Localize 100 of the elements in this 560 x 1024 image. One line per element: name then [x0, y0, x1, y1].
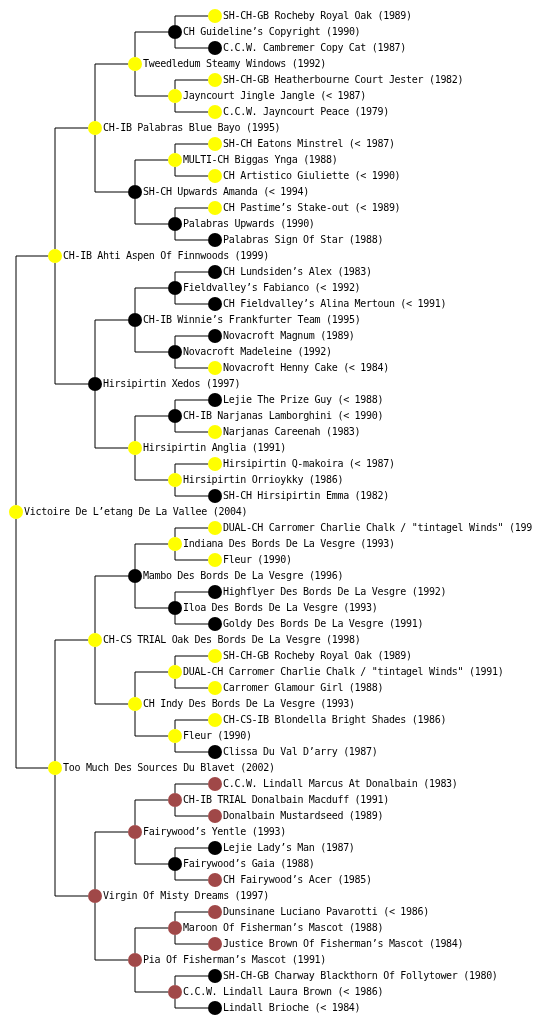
connector-line — [174, 806, 209, 817]
connector-line — [134, 799, 169, 826]
connector-line — [174, 422, 209, 433]
name-label: Mambo Des Bords De La Vesgre (1996) — [143, 570, 344, 582]
connector-line — [54, 127, 89, 250]
name-label: CH-IB TRIAL Donalbain Macduff (1991) — [183, 794, 389, 806]
name-label: CH-IB Narjanas Lamborghini (< 1990) — [183, 410, 384, 422]
name-label: Palabras Sign Of Star (1988) — [223, 234, 384, 246]
name-label: Pia Of Fisherman’s Mascot (1991) — [143, 954, 327, 966]
connector-line — [174, 783, 209, 794]
name-label: Indiana Des Bords De La Vesgre (1993) — [183, 538, 395, 550]
connector-line — [174, 678, 209, 689]
name-label: Hirsipirtin Anglia (1991) — [143, 442, 286, 454]
name-label: Lejie The Prize Guy (< 1988) — [223, 394, 384, 406]
name-label: CH Fairywood’s Acer (1985) — [223, 874, 372, 886]
name-label: CH Indy Des Bords De La Vesgre (1993) — [143, 698, 355, 710]
connector-line — [134, 454, 169, 481]
name-label: Lindall Brioche (< 1984) — [223, 1002, 361, 1014]
name-label: Novacroft Henny Cake (< 1984) — [223, 362, 389, 374]
name-label: Iloa Des Bords De La Vesgre (1993) — [183, 602, 378, 614]
name-label: Hirsipirtin Orrioykky (1986) — [183, 474, 344, 486]
connector-line — [174, 655, 209, 666]
name-label: C.C.W. Cambremer Copy Cat (1987) — [223, 42, 407, 54]
connector-line — [174, 102, 209, 113]
name-label: SH-CH Upwards Amanda (< 1994) — [143, 186, 309, 198]
name-label: Fleur (1990) — [223, 554, 292, 566]
name-label: Fleur (1990) — [183, 730, 252, 742]
name-label: SH-CH-GB Charway Blackthorn Of Follytower (1980) — [223, 970, 498, 982]
connector-line — [94, 63, 129, 122]
name-label: Donalbain Mustardseed (1989) — [223, 810, 384, 822]
connector-line — [134, 159, 169, 186]
connector-line — [174, 742, 209, 753]
name-label: SH-CH Hirsipirtin Emma (1982) — [223, 490, 389, 502]
connector-line — [94, 646, 129, 705]
connector-line — [54, 774, 89, 897]
name-label: Palabras Upwards (1990) — [183, 218, 315, 230]
connector-line — [134, 543, 169, 570]
name-label: SH-CH-GB Rocheby Royal Oak (1989) — [223, 10, 412, 22]
name-label: Novacroft Madeleine (1992) — [183, 346, 332, 358]
connector-line — [174, 870, 209, 881]
connector-line — [174, 614, 209, 625]
connector-line — [174, 975, 209, 986]
name-label: Justice Brown Of Fisherman’s Mascot (1984) — [223, 938, 464, 950]
connector-line — [174, 143, 209, 154]
connector-line — [174, 294, 209, 305]
name-label: CH Guideline’s Copyright (1990) — [183, 26, 361, 38]
connector-line — [134, 415, 169, 442]
name-label: Hirsipirtin Q-makoira (< 1987) — [223, 458, 395, 470]
name-label: Novacroft Magnum (1989) — [223, 330, 355, 342]
connector-line — [134, 198, 169, 225]
name-label: Clissa Du Val D’arry (1987) — [223, 746, 378, 758]
connector-line — [134, 838, 169, 865]
name-label: CH-IB Palabras Blue Bayo (1995) — [103, 122, 281, 134]
name-label: Maroon Of Fisherman’s Mascot (1988) — [183, 922, 384, 934]
connector-line — [134, 326, 169, 353]
name-label: C.C.W. Lindall Laura Brown (< 1986) — [183, 986, 384, 998]
connector-line — [15, 255, 49, 506]
connector-line — [174, 998, 209, 1009]
name-label: C.C.W. Lindall Marcus At Donalbain (1983) — [223, 778, 458, 790]
connector-line — [134, 671, 169, 698]
name-label: MULTI-CH Biggas Ynga (1988) — [183, 154, 338, 166]
connector-line — [94, 575, 129, 634]
connector-line — [174, 230, 209, 241]
connector-line — [54, 639, 89, 762]
name-label: Highflyer Des Bords De La Vesgre (1992) — [223, 586, 447, 598]
connector-line — [174, 358, 209, 369]
name-label: CH-CS-IB Blondella Bright Shades (1986) — [223, 714, 447, 726]
connector-line — [174, 934, 209, 945]
connector-line — [94, 390, 129, 449]
name-label: SH-CH-GB Heatherbourne Court Jester (1982) — [223, 74, 464, 86]
connector-line — [174, 399, 209, 410]
name-label: Dunsinane Luciano Pavarotti (< 1986) — [223, 906, 429, 918]
connector-line — [174, 486, 209, 497]
name-label: CH-IB Ahti Aspen Of Finnwoods (1999) — [63, 250, 269, 262]
name-label: CH-IB Winnie’s Frankfurter Team (1995) — [143, 314, 361, 326]
name-label: Too Much Des Sources Du Blavet (2002) — [63, 762, 275, 774]
connector-line — [94, 319, 129, 378]
connector-line — [134, 966, 169, 993]
connector-line — [54, 262, 89, 385]
name-label: Narjanas Careenah (1983) — [223, 426, 361, 438]
name-label: SH-CH-GB Rocheby Royal Oak (1989) — [223, 650, 412, 662]
connector-line — [134, 287, 169, 314]
connector-line — [174, 166, 209, 177]
connector-line — [134, 70, 169, 97]
name-label: Tweedledum Steamy Windows (1992) — [143, 58, 327, 70]
name-label: CH Pastime’s Stake-out (< 1989) — [223, 202, 401, 214]
connector-line — [174, 911, 209, 922]
connector-line — [174, 38, 209, 49]
connector-line — [134, 927, 169, 954]
name-label: Lejie Lady’s Man (1987) — [223, 842, 355, 854]
connector-line — [174, 79, 209, 90]
connector-line — [174, 335, 209, 346]
connector-line — [134, 582, 169, 609]
connector-line — [94, 902, 129, 961]
connector-line — [174, 591, 209, 602]
name-label: CH Artistico Giuliette (< 1990) — [223, 170, 401, 182]
connector-line — [174, 207, 209, 218]
name-label: Victoire De L’etang De La Vallee (2004) — [24, 506, 248, 518]
name-label: DUAL-CH Carromer Charlie Chalk / "tintagel Winds" (1991) — [183, 666, 504, 678]
connector-line — [174, 271, 209, 282]
